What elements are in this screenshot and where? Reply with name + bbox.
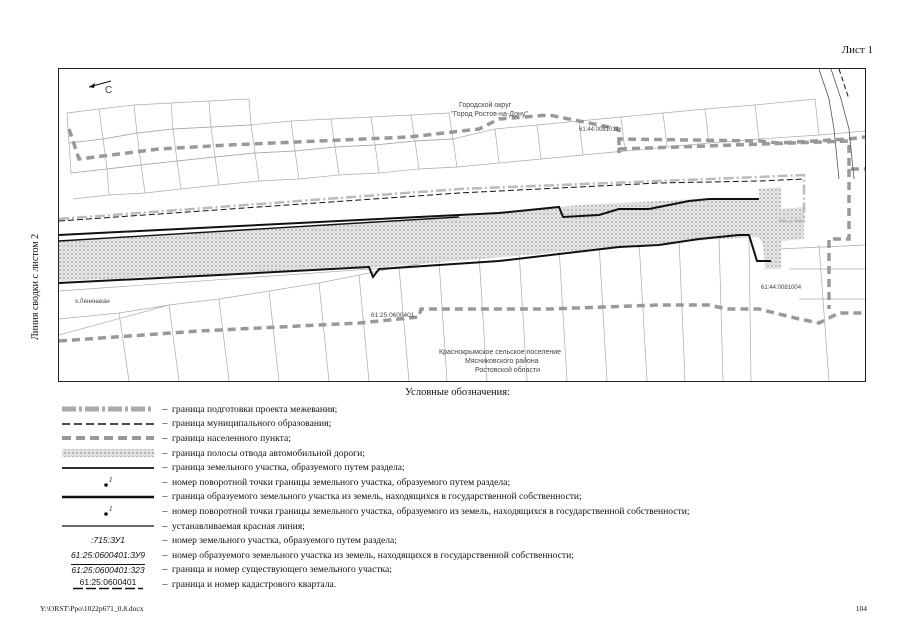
city-district-label: Городской округ [459, 101, 512, 109]
city-name-label: "Город Ростов-на-Дону" [451, 111, 528, 118]
legend-item: 61:25:0600401:323 – граница и номер суще… [58, 563, 818, 578]
footer-path: Y:\ORST\Ppo\1022p671_0.8.docx [40, 604, 144, 613]
page-number: 104 [855, 604, 867, 613]
north-arrow-label: С [105, 85, 112, 96]
legend-item-text: граница полосы отвода автомобильной доро… [172, 447, 365, 459]
legend-title: Условные обозначения: [405, 387, 511, 398]
region-label: Ростовской области [475, 366, 540, 374]
legend-item-text: номер земельного участка, образуемого пу… [172, 535, 397, 547]
map-drawing: С Городской округ "Город Ростов-на-Дону"… [59, 69, 865, 381]
legend-item-text: номер поворотной точки границы земельног… [172, 505, 690, 517]
survey-map: С Городской округ "Город Ростов-на-Дону"… [58, 68, 866, 382]
division-boundary-south [59, 234, 771, 284]
legend-item-text: граница муниципального образования; [172, 418, 332, 430]
legend-item: 61:25:0600401 – граница и номер кадастро… [58, 577, 818, 592]
red-line-symbol [58, 519, 158, 533]
division-point-label: 1 [109, 476, 113, 484]
state-plot-boundary-symbol [58, 490, 158, 504]
legend-item: – граница образуемого земельного участка… [58, 490, 818, 505]
state-plot-number-label: 61:25:0600401:ЗУ9 [70, 549, 146, 560]
settlement-boundary-line [67, 113, 865, 161]
cadastral-quarter-symbol: 61:25:0600401 [58, 577, 158, 591]
plot-number-symbol: :715:ЗУ1 [58, 534, 158, 548]
road-strip-symbol [58, 446, 158, 460]
municipal-boundary-symbol [58, 417, 158, 431]
legend-item: 61:25:0600401:ЗУ9 – номер образуемого зе… [58, 548, 818, 563]
cadastral-quarter-label: 61:25:0600401 [79, 577, 137, 588]
legend-item: 1 – номер поворотной точки границы земел… [58, 504, 818, 519]
existing-plot-symbol: 61:25:0600401:323 [58, 563, 158, 577]
division-plot-boundary-symbol [58, 461, 158, 475]
division-boundary-north [59, 198, 759, 236]
legend-item: – граница подготовки проекта межевания; [58, 402, 818, 417]
division-point-symbol: 1 [58, 475, 158, 489]
north-arrow: С [88, 80, 112, 96]
state-point-symbol: 1 [58, 504, 158, 518]
side-caption: Линия сводки с листом 2 [30, 233, 41, 340]
legend-item-text: номер поворотной точки границы земельног… [172, 476, 511, 488]
legend: – граница подготовки проекта межевания; … [58, 402, 818, 592]
legend-item-text: граница населенного пункта; [172, 432, 291, 444]
legend-item-text: устанавливаемая красная линия; [172, 520, 305, 532]
legend-item-text: граница образуемого земельного участка и… [172, 491, 582, 503]
existing-plot-label: 61:25:0600401:323 [71, 564, 145, 576]
parcels-north [66, 98, 865, 200]
legend-item-text: граница земельного участка, образуемого … [172, 462, 405, 474]
legend-item-text: граница и номер существующего земельного… [172, 564, 392, 576]
district-label: Мясниковского района [465, 357, 539, 365]
road-branch [759, 187, 781, 269]
road-strip [59, 197, 771, 281]
legend-item: – граница населенного пункта; [58, 431, 818, 446]
sheet-label: Лист 1 [841, 44, 873, 56]
quarter-ne-label: 61:44:0081011 [579, 127, 619, 133]
rural-settlement-label: Краснокрымское сельское поселение [439, 349, 561, 356]
plot-number-label: :715:ЗУ1 [91, 535, 125, 546]
quarter-e-label: 61:44:0081004 [761, 285, 802, 291]
state-point-label: 1 [109, 505, 113, 513]
quarter-main-label: 61:25:0600401 [371, 312, 415, 319]
project-boundary-symbol [58, 402, 158, 416]
legend-item: – граница муниципального образования; [58, 417, 818, 432]
settlement-boundary-symbol [58, 431, 158, 445]
legend-item: – устанавливаемая красная линия; [58, 519, 818, 534]
project-boundary-line [59, 173, 806, 223]
legend-item: 1 – номер поворотной точки границы земел… [58, 475, 818, 490]
legend-item-text: номер образуемого земельного участка из … [172, 549, 574, 561]
village-label: х.Ленинакан [75, 299, 110, 305]
legend-item: :715:ЗУ1 – номер земельного участка, обр… [58, 533, 818, 548]
municipal-boundary-line [59, 178, 805, 222]
legend-item-text: граница и номер кадастрового квартала. [172, 578, 337, 590]
legend-item: – граница полосы отвода автомобильной до… [58, 446, 818, 461]
state-plot-number-symbol: 61:25:0600401:ЗУ9 [58, 548, 158, 562]
legend-item-text: граница подготовки проекта межевания; [172, 403, 338, 415]
legend-item: – граница земельного участка, образуемог… [58, 460, 818, 475]
